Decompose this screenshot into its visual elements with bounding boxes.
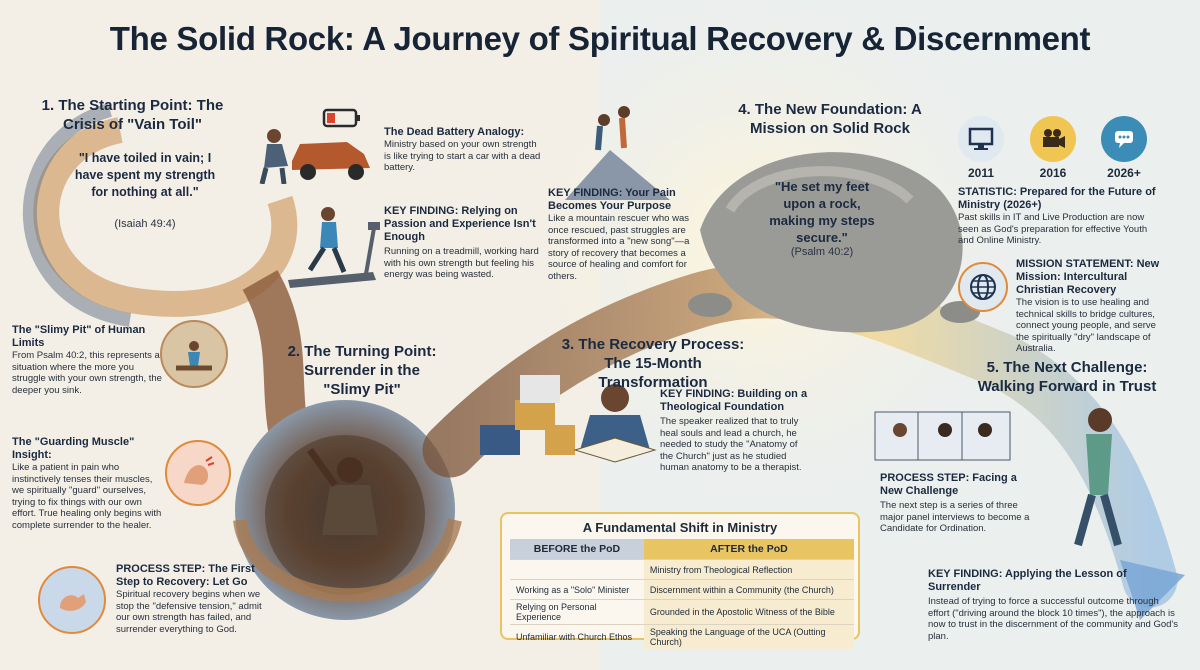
section1-cite: (Isaiah 49:4) [114, 218, 176, 230]
new-challenge-text: The next step is a series of three major… [880, 500, 1030, 534]
theological-foundation-block: KEY FINDING: Building on a Theological F… [660, 388, 810, 474]
table-row: Working as a "Solo" Minister Discernment… [510, 579, 854, 600]
table-row: Relying on Personal Experience Grounded … [510, 599, 854, 625]
pain-text: Like a mountain rescuer who was once res… [548, 213, 690, 282]
before-header: BEFORE the PoD [510, 539, 644, 560]
new-challenge-block: PROCESS STEP: Facing a New Challenge The… [880, 472, 1040, 535]
statistic-block: STATISTIC: Prepared for the Future of Mi… [958, 186, 1158, 247]
section2-title: 2. The Turning Point: Surrender in the "… [287, 343, 437, 398]
let-go-hands-icon [38, 566, 106, 634]
globe-icon [958, 262, 1008, 312]
car-dead-battery-illustration [252, 106, 377, 185]
after-cell: Speaking the Language of the UCA (Outtin… [643, 624, 854, 649]
table-row: Unfamiliar with Church Ethos Speaking th… [510, 624, 854, 649]
theological-heading: KEY FINDING: Building on a Theological F… [660, 388, 808, 413]
theological-text: The speaker realized that to truly heal … [660, 416, 802, 473]
surrender-lesson-block: KEY FINDING: Applying the Lesson of Surr… [928, 568, 1178, 642]
after-cell: Grounded in the Apostolic Witness of the… [643, 599, 854, 625]
ministry-shift-table: BEFORE the PoD AFTER the PoD Ministry fr… [510, 539, 854, 649]
let-go-text: Spiritual recovery begins when we stop t… [116, 589, 262, 635]
section1-title: 1. The Starting Point: The Crisis of "Va… [41, 97, 224, 133]
section5-title: 5. The Next Challenge: Walking Forward i… [977, 359, 1157, 395]
battery-analogy-block: The Dead Battery Analogy: Ministry based… [384, 126, 544, 174]
battery-heading: The Dead Battery Analogy: [384, 126, 525, 138]
chat-bubbles-icon [1101, 116, 1147, 162]
battery-text: Ministry based on your own strength is l… [384, 139, 541, 173]
year-2026-plus: 2026+ [1107, 166, 1141, 180]
guarding-text: Like a patient in pain who instinctively… [12, 462, 162, 531]
slimy-pit-block: The "Slimy Pit" of Human Limits From Psa… [12, 324, 164, 396]
let-go-process-block: PROCESS STEP: The First Step to Recovery… [116, 563, 266, 635]
tense-muscle-icon [165, 440, 231, 506]
shift-table-title: A Fundamental Shift in Ministry [582, 520, 778, 535]
slimy-pit-text: From Psalm 40:2, this represents a situa… [12, 350, 162, 396]
surrender-heading: KEY FINDING: Applying the Lesson of Surr… [928, 568, 1127, 593]
video-camera-icon [1030, 116, 1076, 162]
rock-cite: (Psalm 40:2) [790, 246, 854, 258]
pain-purpose-block: KEY FINDING: Your Pain Becomes Your Purp… [548, 187, 703, 282]
mission-text: The vision is to use healing and technic… [1016, 297, 1156, 354]
year-2011: 2011 [967, 166, 995, 180]
before-cell [510, 559, 644, 580]
key-finding-passion-block: KEY FINDING: Relying on Passion and Expe… [384, 205, 544, 281]
slimy-pit-icon [160, 320, 228, 388]
page-title: The Solid Rock: A Journey of Spiritual R… [109, 20, 1091, 57]
rock-quote: "He set my feet upon a rock, making my s… [769, 179, 875, 245]
pain-heading: KEY FINDING: Your Pain Becomes Your Purp… [548, 187, 676, 212]
section3-title: 3. The Recovery Process: The 15-Month Tr… [561, 336, 745, 391]
treadmill-runner-illustration [278, 200, 384, 292]
guarding-muscle-block: The "Guarding Muscle" Insight: Like a pa… [12, 436, 167, 531]
after-header: AFTER the PoD [643, 539, 854, 560]
section4-title: 4. The New Foundation: A Mission on Soli… [738, 101, 922, 137]
passion-text: Running on a treadmill, working hard wit… [384, 246, 539, 280]
mission-heading: MISSION STATEMENT: New Mission: Intercul… [1016, 258, 1160, 296]
mission-statement-block: MISSION STATEMENT: New Mission: Intercul… [1016, 258, 1166, 355]
after-cell: Discernment within a Community (the Chur… [643, 579, 854, 600]
passion-heading: KEY FINDING: Relying on Passion and Expe… [384, 205, 536, 243]
ministry-shift-table-card: A Fundamental Shift in Ministry BEFORE t… [500, 512, 860, 649]
after-cell: Ministry from Theological Reflection [643, 559, 854, 580]
year-2016: 2016 [1039, 166, 1067, 180]
new-challenge-heading: PROCESS STEP: Facing a New Challenge [880, 472, 1017, 497]
before-cell: Working as a "Solo" Minister [510, 579, 644, 600]
before-cell: Relying on Personal Experience [510, 599, 644, 625]
computer-monitor-icon [958, 116, 1004, 162]
slimy-pit-heading: The "Slimy Pit" of Human Limits [12, 324, 146, 349]
let-go-heading: PROCESS STEP: The First Step to Recovery… [116, 563, 255, 588]
section1-quote: "I have toiled in vain; I have spent my … [74, 151, 216, 199]
table-row: Ministry from Theological Reflection [510, 559, 854, 580]
guarding-heading: The "Guarding Muscle" Insight: [12, 436, 135, 461]
statistic-heading: STATISTIC: Prepared for the Future of Mi… [958, 186, 1156, 211]
before-cell: Unfamiliar with Church Ethos [510, 624, 644, 649]
statistic-text: Past skills in IT and Live Production ar… [958, 212, 1148, 246]
surrender-text: Instead of trying to force a successful … [928, 596, 1178, 642]
